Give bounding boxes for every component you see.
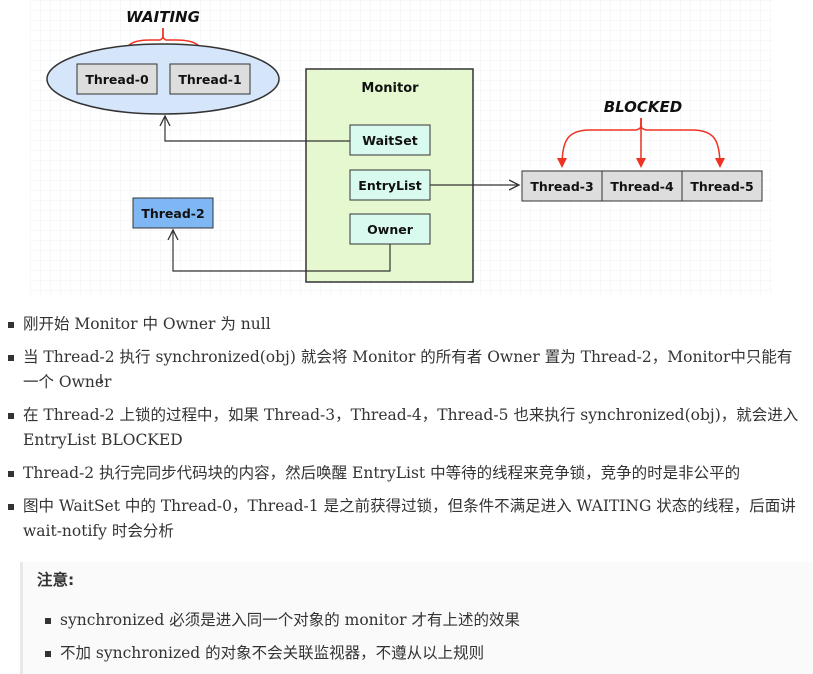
monitor-label: Monitor	[361, 81, 419, 96]
entrylist-label: EntryList	[358, 178, 421, 193]
list-item: 图中 WaitSet 中的 Thread-0，Thread-1 是之前获得过锁，…	[0, 494, 813, 544]
thread-1-label: Thread-1	[178, 72, 241, 87]
thread-2-label: Thread-2	[141, 206, 204, 221]
waiting-label: WAITING	[126, 8, 200, 26]
list-item: 当 Thread-2 执行 synchronized(obj) 就会将 Moni…	[0, 345, 813, 395]
note-list: synchronized 必须是进入同一个对象的 monitor 才有上述的效果…	[37, 608, 797, 674]
list-item: 刚开始 Monitor 中 Owner 为 null	[0, 312, 813, 337]
owner-to-thread-2-arrow	[173, 230, 391, 272]
explanation-list: 刚开始 Monitor 中 Owner 为 null 当 Thread-2 执行…	[0, 302, 813, 544]
blocked-red-brace-right	[640, 117, 725, 168]
list-item: Thread-2 执行完同步代码块的内容，然后唤醒 EntryList 中等待的…	[0, 461, 813, 486]
blocked-label: BLOCKED	[604, 98, 683, 116]
list-item: 不加 synchronized 的对象不会关联监视器，不遵从以上规则	[37, 641, 797, 666]
waitset-label: WaitSet	[362, 133, 418, 148]
thread-3-box	[521, 170, 603, 202]
list-item: synchronized 必须是进入同一个对象的 monitor 才有上述的效果	[37, 608, 797, 633]
monitor-diagram: WAITING Thread-0 Thread-1 Monitor WaitSe…	[30, 0, 772, 295]
text-cursor-icon: I	[99, 373, 103, 388]
owner-box	[349, 213, 431, 245]
thread-2-box	[132, 197, 214, 229]
waiting-ellipse	[46, 43, 280, 115]
thread-5-box	[681, 170, 763, 202]
thread-5-label: Thread-5	[690, 179, 753, 194]
waitset-box	[349, 124, 431, 156]
thread-4-label: Thread-4	[610, 179, 674, 194]
thread-3-label: Thread-3	[530, 179, 593, 194]
note-block: 注意: synchronized 必须是进入同一个对象的 monitor 才有上…	[20, 562, 813, 674]
owner-label: Owner	[367, 222, 414, 237]
thread-0-label: Thread-0	[85, 72, 149, 87]
list-item: 在 Thread-2 上锁的过程中，如果 Thread-3，Thread-4，T…	[0, 403, 813, 453]
thread-0-box	[76, 63, 158, 95]
waitset-to-waiting-arrow	[165, 116, 350, 142]
note-title: 注意:	[37, 571, 75, 589]
thread-1-box	[169, 63, 251, 95]
